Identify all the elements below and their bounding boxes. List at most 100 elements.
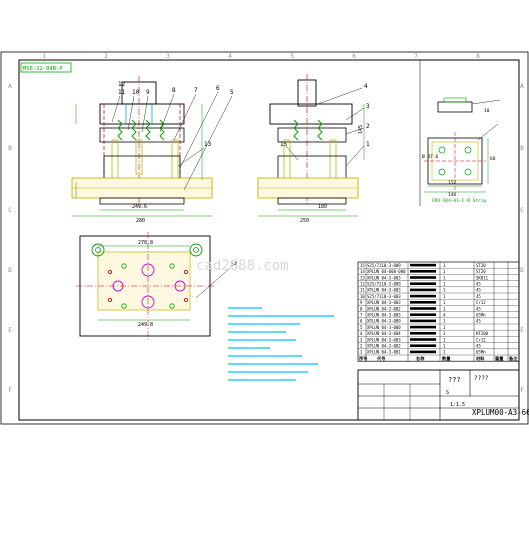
- technical-notes: [228, 307, 334, 381]
- spring-coil: [117, 119, 123, 141]
- parts-cell: 1: [443, 288, 446, 293]
- parts-name-bar: [410, 282, 436, 285]
- grid-row-label: D: [8, 267, 12, 274]
- front-bolts: [125, 104, 153, 124]
- grid-col-label: 8: [476, 53, 480, 60]
- parts-cell: 1: [443, 269, 446, 274]
- grid-col-label: 3: [166, 53, 170, 60]
- leader-line: [183, 95, 233, 191]
- parts-cell: 1: [443, 331, 446, 336]
- parts-cell: XPLUN 04-3-000: [367, 325, 401, 330]
- side-title: CPU-XXX-A1-C-B Strip: [432, 198, 486, 204]
- parts-cell: 11: [360, 288, 365, 293]
- leader-line: [285, 145, 299, 161]
- leader-line: [345, 145, 365, 167]
- parts-cell: S25/7110-3-009: [367, 282, 401, 287]
- detail-hole: [464, 146, 472, 154]
- grid-col-label: 4: [228, 53, 232, 60]
- parts-cell: XPLUN 04-3-004: [367, 331, 401, 336]
- callout-number: 13: [204, 141, 212, 148]
- parts-cell: 4: [360, 331, 363, 336]
- parts-cell: XPLUN 04-3-009: [367, 319, 401, 324]
- dim-front-width: 280: [136, 218, 145, 224]
- leader-line: [141, 95, 149, 133]
- plan-punch: [174, 280, 186, 292]
- front-base: [99, 197, 185, 205]
- parts-name-bar: [410, 319, 436, 323]
- detail-dimensions: [424, 138, 489, 193]
- parts-cell: 15: [360, 263, 365, 268]
- front-upper-plate: [99, 103, 185, 125]
- parts-cell: 7: [360, 313, 363, 318]
- parts-header-cell: 序号: [359, 355, 367, 362]
- side-leaders: [285, 87, 365, 167]
- detail-view: 152 148 10 68 Ø 47.6 CPU-XXX-A1-C-B Stri…: [419, 60, 501, 206]
- side-upper-plate: [269, 103, 353, 125]
- parts-header-cell: 备注: [509, 355, 518, 362]
- parts-name-bar: [410, 294, 436, 298]
- parts-name-bar: [410, 301, 436, 304]
- dim-detail-h2: 68: [490, 156, 496, 162]
- plan-punch: [141, 295, 155, 309]
- parts-cell: 12: [360, 282, 365, 287]
- header-label-box: [20, 62, 72, 73]
- grid-row-label: A: [520, 83, 524, 90]
- dim-detail-dia: Ø 47.6: [422, 153, 439, 160]
- parts-cell: 45: [476, 319, 481, 324]
- callout-number: 6: [216, 85, 220, 92]
- detail-hole: [438, 168, 446, 176]
- leader-line: [471, 99, 501, 105]
- plan-bolt: [169, 263, 175, 269]
- plan-bolt: [169, 303, 175, 309]
- grid-row-label: D: [520, 267, 524, 274]
- parts-cell: 13: [360, 275, 365, 280]
- watermark: cad2688.com: [196, 258, 289, 274]
- leader-line: [159, 93, 175, 133]
- parts-cell: 1: [443, 275, 446, 280]
- parts-name-bar: [410, 263, 436, 267]
- callout-number: 10: [132, 89, 140, 96]
- dim-side-height: 145: [358, 125, 364, 134]
- plan-guide-post: [189, 243, 203, 257]
- front-dimensions: [72, 104, 212, 217]
- callout-number: 3: [366, 103, 370, 110]
- front-leaders: [111, 91, 233, 191]
- parts-cell: 2: [360, 344, 363, 349]
- leader-line: [345, 127, 365, 135]
- side-stripper-plate: [277, 127, 347, 143]
- parts-name-bar: [410, 313, 436, 316]
- side-dimensions: [258, 104, 365, 217]
- parts-header-cell: 名称: [416, 355, 425, 362]
- detail-hole: [464, 168, 472, 176]
- parts-cell: S25/7110-3-003: [367, 294, 401, 299]
- spring-coil: [145, 119, 151, 141]
- parts-cell: Cr12: [476, 300, 486, 305]
- parts-cell: 10: [360, 294, 365, 299]
- parts-cell: 1: [443, 319, 446, 324]
- parts-cell: SKD11: [476, 275, 489, 280]
- parts-cell: 1: [443, 294, 446, 299]
- dim-detail-w2: 148: [448, 192, 456, 198]
- title-block: ??? ???? 1:1.5 S XPLUM00-A3-665: [357, 369, 529, 421]
- parts-cell: Cr12: [476, 337, 486, 342]
- dim-plan-inner: 249.8: [138, 322, 153, 328]
- grid-row-label: F: [8, 387, 12, 394]
- parts-name-bar: [410, 288, 436, 292]
- title-zh: ???: [448, 376, 461, 384]
- grid-row-label: E: [8, 327, 12, 334]
- parts-cell: ST20: [476, 269, 486, 274]
- side-callouts: 4 3 2 1 15: [280, 83, 370, 148]
- title-sub: ????: [474, 375, 489, 382]
- plan-guide-post: [95, 247, 101, 253]
- parts-cell: 65Mn: [476, 313, 486, 318]
- leader-line: [177, 147, 205, 167]
- parts-cell: 45: [476, 294, 481, 299]
- parts-cell: 1: [443, 337, 446, 342]
- plan-bolt: [183, 297, 188, 302]
- dim-plan-width: 270.8: [138, 240, 153, 246]
- detail-top-part-inner: [443, 97, 467, 103]
- plan-bolt: [121, 263, 127, 269]
- parts-cell: XPLUN 04-3-003: [367, 337, 401, 342]
- side-springs: [293, 119, 323, 141]
